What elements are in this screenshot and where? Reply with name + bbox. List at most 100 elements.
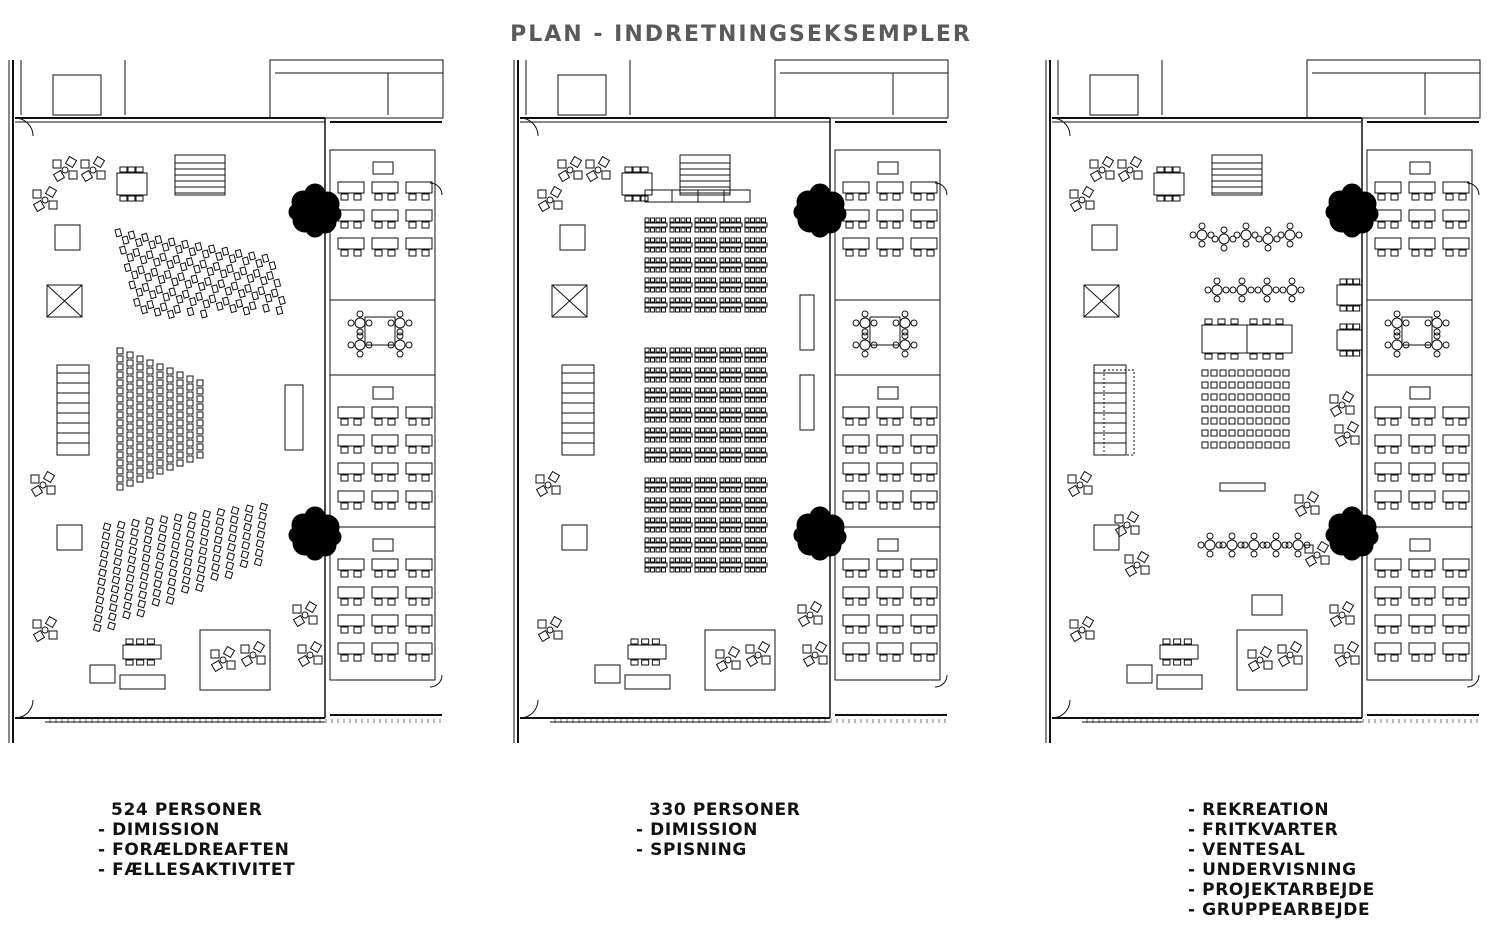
seat	[243, 513, 253, 523]
seat	[154, 235, 163, 245]
banquet-table	[744, 542, 768, 548]
classroom-desks	[337, 181, 433, 257]
seat	[144, 272, 153, 282]
auditorium-drawing	[8, 59, 444, 743]
seat	[176, 387, 184, 395]
seat	[166, 367, 174, 375]
seat	[126, 455, 134, 463]
banquet-table	[669, 242, 693, 248]
seat	[1264, 417, 1272, 425]
seat	[1228, 369, 1236, 377]
lounge-chairs	[1117, 155, 1143, 183]
seat	[136, 371, 144, 379]
seat	[167, 577, 177, 587]
door-icon	[14, 699, 34, 719]
seat	[188, 247, 197, 257]
classroom	[1366, 299, 1473, 376]
seat	[1282, 369, 1290, 377]
seat	[1201, 381, 1209, 389]
seat	[186, 306, 195, 317]
table-with-chairs	[627, 638, 667, 666]
seat	[156, 363, 164, 371]
seat	[136, 435, 144, 443]
banquet-table	[719, 222, 743, 228]
lounge-chairs	[802, 640, 828, 668]
seat	[230, 281, 239, 291]
seat	[1210, 393, 1218, 401]
seat	[181, 575, 191, 585]
lounge-chairs	[537, 615, 563, 643]
round-table	[347, 310, 373, 336]
seat	[140, 562, 150, 572]
seat	[126, 391, 134, 399]
banquet-table	[669, 522, 693, 528]
seat	[177, 272, 186, 282]
classroom-desks	[842, 558, 938, 662]
seat	[136, 451, 144, 459]
lounge-chairs	[537, 185, 563, 213]
seat	[141, 282, 150, 292]
seat	[130, 527, 139, 537]
seat	[136, 411, 144, 419]
banquet-table	[719, 282, 743, 288]
seat	[184, 548, 194, 558]
seat	[116, 387, 124, 395]
banquet-table	[719, 412, 743, 418]
seat	[116, 347, 124, 355]
seat	[116, 451, 124, 459]
caption-line: - DIMISSION	[636, 820, 758, 840]
seat	[199, 537, 209, 547]
table-with-chairs	[1246, 318, 1293, 360]
banquet-table	[744, 282, 768, 288]
seat	[1273, 441, 1281, 449]
seat	[1228, 417, 1236, 425]
banquet-table	[669, 372, 693, 378]
seat	[145, 250, 154, 260]
seat	[136, 387, 144, 395]
seat	[102, 522, 112, 532]
buffet-table	[799, 294, 815, 351]
seat	[146, 367, 154, 375]
seat	[186, 407, 194, 415]
seat	[268, 261, 277, 271]
seat	[152, 257, 161, 267]
seat	[1210, 429, 1218, 437]
seat	[186, 415, 194, 423]
banquet-table	[694, 482, 718, 488]
caption-line: 524 PERSONER	[98, 800, 263, 820]
seat	[256, 530, 266, 539]
left-service-area	[30, 154, 226, 643]
seat	[115, 529, 125, 539]
lounge-chairs	[1334, 420, 1360, 448]
round-table	[387, 310, 413, 336]
seat	[156, 419, 164, 427]
seat	[168, 287, 177, 297]
seat	[1219, 393, 1227, 401]
seat	[126, 471, 134, 479]
seat	[156, 451, 164, 459]
seat	[185, 539, 195, 548]
seat	[111, 575, 121, 585]
seat	[1246, 393, 1254, 401]
round-table	[1263, 532, 1289, 558]
seat	[229, 303, 237, 314]
rows-drawing	[513, 59, 949, 743]
seat	[136, 363, 144, 371]
seat	[239, 266, 248, 276]
seat	[171, 540, 180, 550]
seat	[171, 531, 181, 541]
stage-podium	[284, 384, 304, 451]
seat	[221, 246, 230, 256]
lounge-chairs	[1067, 470, 1093, 498]
seat	[136, 467, 144, 475]
seat	[1210, 369, 1218, 377]
seat	[1237, 381, 1245, 389]
seat	[126, 375, 134, 383]
banquet-table	[694, 222, 718, 228]
banquet-table	[644, 282, 668, 288]
seat	[101, 531, 111, 541]
seat	[194, 242, 203, 252]
seat	[155, 551, 165, 561]
banquet-table	[644, 432, 668, 438]
seat	[259, 502, 268, 512]
